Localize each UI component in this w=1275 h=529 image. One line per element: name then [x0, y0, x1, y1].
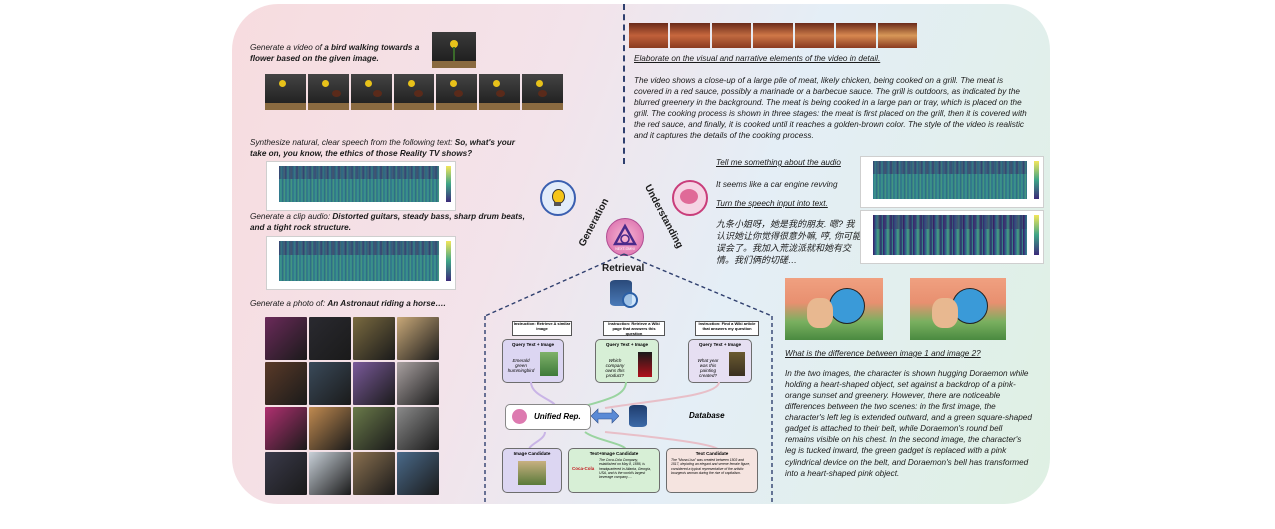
speech-spectrogram: [266, 161, 456, 211]
query-card-3-title: Query Text + Image: [698, 342, 742, 347]
candidate-text: Text Candidate The "Mona Lisa" was creat…: [666, 448, 758, 493]
query-card-2-title: Query Text + Image: [605, 342, 649, 347]
query-card-2: Query Text + Image Which company owns th…: [595, 339, 659, 383]
video-answer: The video shows a close-up of a large pi…: [634, 76, 1027, 141]
generated-photo: [353, 452, 395, 495]
database-icon: [629, 405, 647, 427]
audio-answer: It seems like a car engine revving: [716, 180, 838, 189]
image-1: [785, 278, 883, 340]
generated-photo: [309, 407, 351, 450]
generated-photo: [397, 362, 439, 405]
generated-video-strip: [265, 74, 564, 110]
generated-photo: [397, 407, 439, 450]
instruction-1: Instruction: Retrieve A similar image: [512, 321, 572, 336]
generated-photo: [353, 407, 395, 450]
instruction-3: Instruction: Find a Wiki article that an…: [695, 321, 759, 336]
candidate-text-text: The "Mona Lisa" was created between 1503…: [671, 458, 751, 475]
query-card-1: Query Text + Image Emerald green humming…: [502, 339, 564, 383]
generated-photo: [265, 362, 307, 405]
candidate-text-image-title: Text+Image Candidate: [589, 451, 639, 456]
speech-question: Turn the speech input into text.: [716, 199, 828, 208]
input-video-strip: [629, 23, 917, 48]
understanding-icon: [672, 180, 708, 216]
speech-answer: 九条小姐呀，她是我的朋友. 嗯? 我认识她让你觉得很意外嘛, 哼, 你可能误会了…: [716, 219, 862, 266]
generated-photo: [265, 452, 307, 495]
logo-triangle-icon: [612, 223, 638, 246]
unified-logo-icon: [512, 409, 527, 424]
query-card-3: Query Text + Image What year was this pa…: [688, 339, 752, 383]
figure-frame: Generate a video of a bird walking towar…: [232, 4, 1050, 504]
generated-photo: [397, 317, 439, 360]
candidate-text-image-text: The Coca-Cola Company, established on Ma…: [599, 458, 651, 479]
input-image-flower: [432, 32, 476, 68]
instruction-2: Instruction: Retrieve a Wiki page that a…: [603, 321, 665, 336]
next-omni-logo: NEXT-OMNI: [606, 218, 644, 256]
audio-question: Tell me something about the audio: [716, 158, 841, 167]
retrieval-panel: Instruction: Retrieve A similar image In…: [485, 308, 771, 504]
candidate-text-title: Text Candidate: [695, 451, 729, 456]
retrieval-roof-lines: [484, 253, 773, 504]
image-answer: In the two images, the character is show…: [785, 369, 1032, 478]
audio-spectrogram: [266, 236, 456, 290]
audio-gen-prompt: Generate a clip audio: Distorted guitars…: [250, 212, 525, 233]
generated-photo: [265, 407, 307, 450]
image-2: [910, 278, 1006, 340]
query-card-1-text: Emerald green hummingbird: [507, 358, 535, 373]
generated-photo: [397, 452, 439, 495]
generated-photo: [309, 317, 351, 360]
double-arrow-icon: [591, 408, 619, 424]
logo-text: NEXT-OMNI: [615, 247, 635, 251]
generated-photo: [353, 317, 395, 360]
generated-photo: [309, 362, 351, 405]
candidate-image-title: Image Candidate: [513, 451, 551, 456]
generated-photo: [309, 452, 351, 495]
generated-photo-grid: [265, 317, 439, 495]
unified-rep-box: Unified Rep.: [505, 404, 591, 430]
speech-input-spectrogram: [860, 210, 1044, 264]
label-retrieval: Retrieval: [602, 263, 645, 274]
video-gen-prompt: Generate a video of a bird walking towar…: [250, 43, 420, 64]
candidate-text-image: Text+Image Candidate Coca-Cola The Coca-…: [568, 448, 660, 493]
speech-gen-prompt: Synthesize natural, clear speech from th…: [250, 138, 515, 159]
coca-cola-logo: Coca-Cola: [572, 466, 595, 471]
image-question: What is the difference between image 1 a…: [785, 349, 981, 358]
photo-gen-prompt: Generate a photo of: An Astronaut riding…: [250, 299, 446, 308]
video-question: Elaborate on the visual and narrative el…: [634, 54, 881, 63]
top-divider: [623, 4, 625, 164]
generated-photo: [265, 317, 307, 360]
generated-photo: [353, 362, 395, 405]
query-card-3-text: What year was this painting created?: [697, 358, 719, 378]
query-card-1-title: Query Text + Image: [511, 342, 555, 347]
database-search-icon: [610, 280, 638, 308]
database-label: Database: [689, 411, 725, 420]
audio-input-spectrogram: [860, 156, 1044, 208]
query-card-2-text: Which company owns this product?: [605, 358, 625, 378]
candidate-image: Image Candidate: [502, 448, 562, 493]
generation-icon: [540, 180, 576, 216]
unified-label: Unified Rep.: [534, 412, 581, 421]
